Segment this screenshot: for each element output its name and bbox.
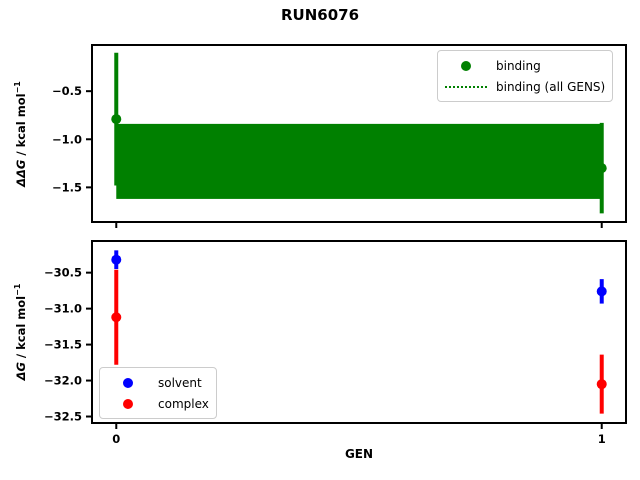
legend-item-binding: binding <box>445 55 605 76</box>
y-tick-label: −32.0 <box>44 374 82 388</box>
solvent-marker-swatch <box>107 377 149 388</box>
y-axis-label-dg: ΔG / kcal mol−1 <box>13 255 28 409</box>
y-tick-label: −32.5 <box>44 410 82 424</box>
x-axis-label: GEN <box>344 447 374 461</box>
legend-dg: solvent complex <box>99 367 217 419</box>
ylabel-units: / kcal mol <box>13 93 28 160</box>
legend-label: solvent <box>158 375 202 390</box>
axes-frame <box>91 240 627 424</box>
solvent-marker <box>596 286 607 297</box>
green-dotted-line-icon <box>445 85 487 88</box>
axes-frame <box>91 44 627 223</box>
y-tick-label: −1.5 <box>52 180 82 194</box>
x-tick-label: 0 <box>112 432 120 446</box>
y-tick-label: −0.5 <box>52 84 82 98</box>
ylabel-units: / kcal mol <box>13 295 28 363</box>
legend-item-binding-all-gens: binding (all GENS) <box>445 76 605 97</box>
y-tick-label: −30.5 <box>44 266 82 280</box>
complex-marker <box>596 379 607 390</box>
binding-marker <box>596 163 607 174</box>
ylabel-exponent: −1 <box>13 283 22 296</box>
y-tick-label: −1.0 <box>52 132 82 146</box>
legend-label: binding <box>496 58 541 73</box>
y-tick-label: −31.5 <box>44 338 82 352</box>
legend-label: complex <box>158 396 209 411</box>
legend-binding: binding binding (all GENS) <box>437 50 614 102</box>
binding-all-gens--band <box>116 123 602 199</box>
binding-marker-swatch <box>445 60 487 71</box>
ylabel-exponent: −1 <box>13 81 22 94</box>
complex-marker-swatch <box>107 398 149 409</box>
complex-marker <box>111 312 122 323</box>
legend-label: binding (all GENS) <box>496 79 606 94</box>
blue-dot-icon <box>123 377 133 388</box>
ylabel-math: ΔΔG <box>13 159 28 187</box>
y-tick-label: −31.0 <box>44 302 82 316</box>
y-axis-label-ddg: ΔΔG / kcal mol−1 <box>13 49 28 219</box>
legend-item-solvent: solvent <box>107 372 209 393</box>
ylabel-math: ΔG <box>13 362 28 381</box>
figure-title: RUN6076 <box>280 6 360 24</box>
x-tick-label: 1 <box>598 432 606 446</box>
green-dot-icon <box>461 60 471 71</box>
binding-marker <box>111 114 122 125</box>
red-dot-icon <box>123 398 133 409</box>
legend-item-complex: complex <box>107 393 209 414</box>
solvent-marker <box>111 254 122 265</box>
binding-all-gens-line-swatch <box>445 85 487 88</box>
